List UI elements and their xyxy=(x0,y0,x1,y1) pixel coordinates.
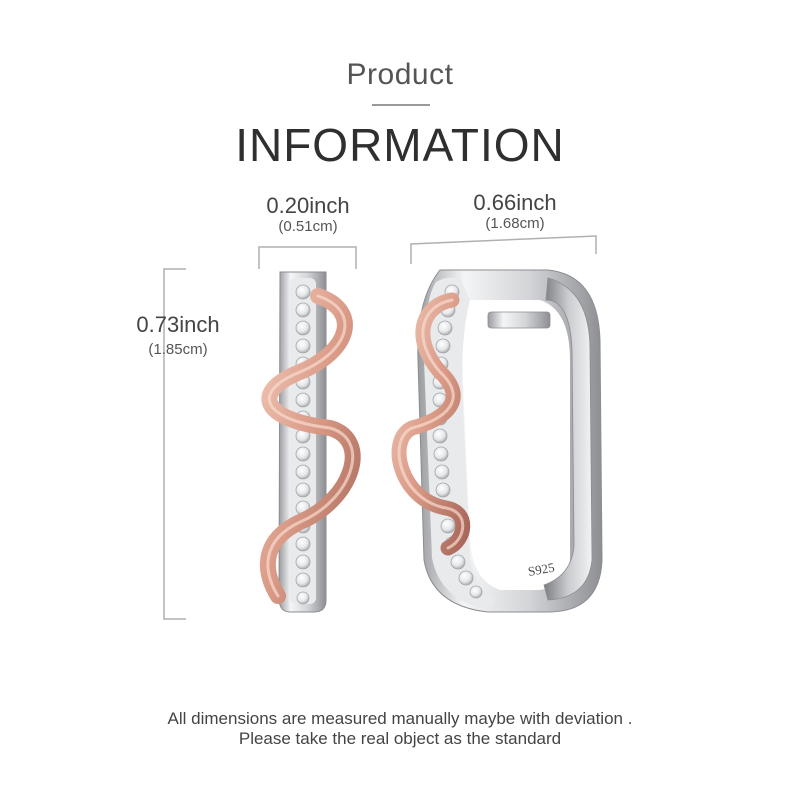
title-divider xyxy=(372,104,430,106)
s925-stamp: S925 xyxy=(527,560,556,579)
width-bracket xyxy=(258,246,357,269)
depth-bracket xyxy=(410,235,597,264)
width-label: 0.20inch xyxy=(266,193,350,218)
depth-metric-label: (1.68cm) xyxy=(485,215,545,232)
page-title: INFORMATION xyxy=(235,119,565,171)
earring-front-view xyxy=(259,271,361,613)
disclaimer-line-1: All dimensions are measured manually may… xyxy=(167,709,633,728)
height-metric-label: (1.85cm) xyxy=(148,341,208,358)
width-metric-label: (0.51cm) xyxy=(278,218,338,235)
dimension-lines xyxy=(163,235,597,620)
height-label: 0.73inch xyxy=(136,312,220,337)
depth-label: 0.66inch xyxy=(473,190,557,215)
disclaimer-line-2: Please take the real object as the stand… xyxy=(238,729,562,748)
product-subtitle: Product xyxy=(346,58,454,91)
height-bracket xyxy=(163,268,186,620)
earring-side-view: S925 xyxy=(391,269,603,613)
